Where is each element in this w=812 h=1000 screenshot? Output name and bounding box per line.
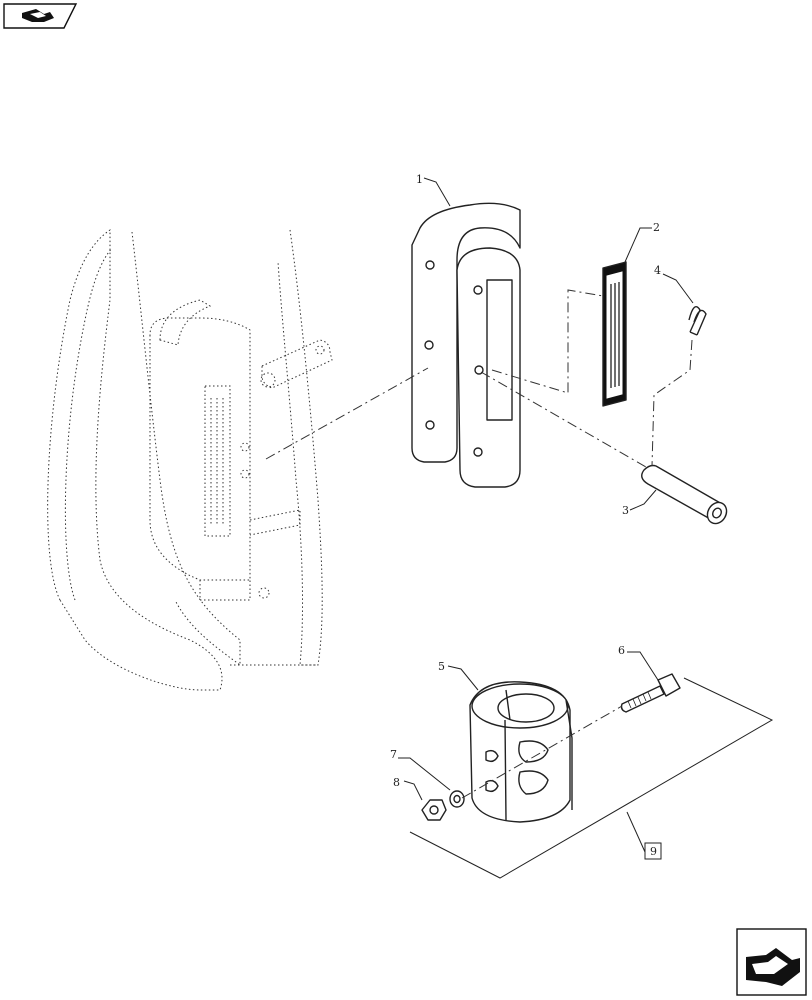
part-1-clamp-plate[interactable] [411,202,521,488]
callout-8: 8 [393,776,400,789]
callout-6: 6 [618,644,625,657]
callout-7: 7 [390,748,397,761]
part-3-pin[interactable] [641,464,731,528]
part-2-decal[interactable] [602,261,627,407]
nav-tab-top-left[interactable] [3,3,78,29]
mounting-bracket-reference [47,229,333,691]
part-4-hairpin-clip[interactable] [688,306,707,336]
next-page-arrow-icon [22,9,54,22]
previous-page-arrow-icon [746,948,800,986]
part-7-washer[interactable] [449,790,465,808]
assembly-9-outline [409,677,774,879]
assembly-centerlines [265,289,693,799]
callout-5: 5 [438,660,445,673]
callout-2: 2 [653,221,660,234]
part-8-nut[interactable] [421,799,447,821]
callout-9-box[interactable]: 9 [644,842,662,860]
callout-4: 4 [654,264,661,277]
part-6-bolt[interactable] [620,673,681,713]
part-5-split-collar[interactable] [469,681,573,823]
nav-box-bottom-right[interactable] [736,928,807,996]
callout-1: 1 [416,173,423,186]
callout-leaders [398,177,694,801]
callout-9: 9 [650,845,657,858]
callout-3: 3 [622,504,629,517]
